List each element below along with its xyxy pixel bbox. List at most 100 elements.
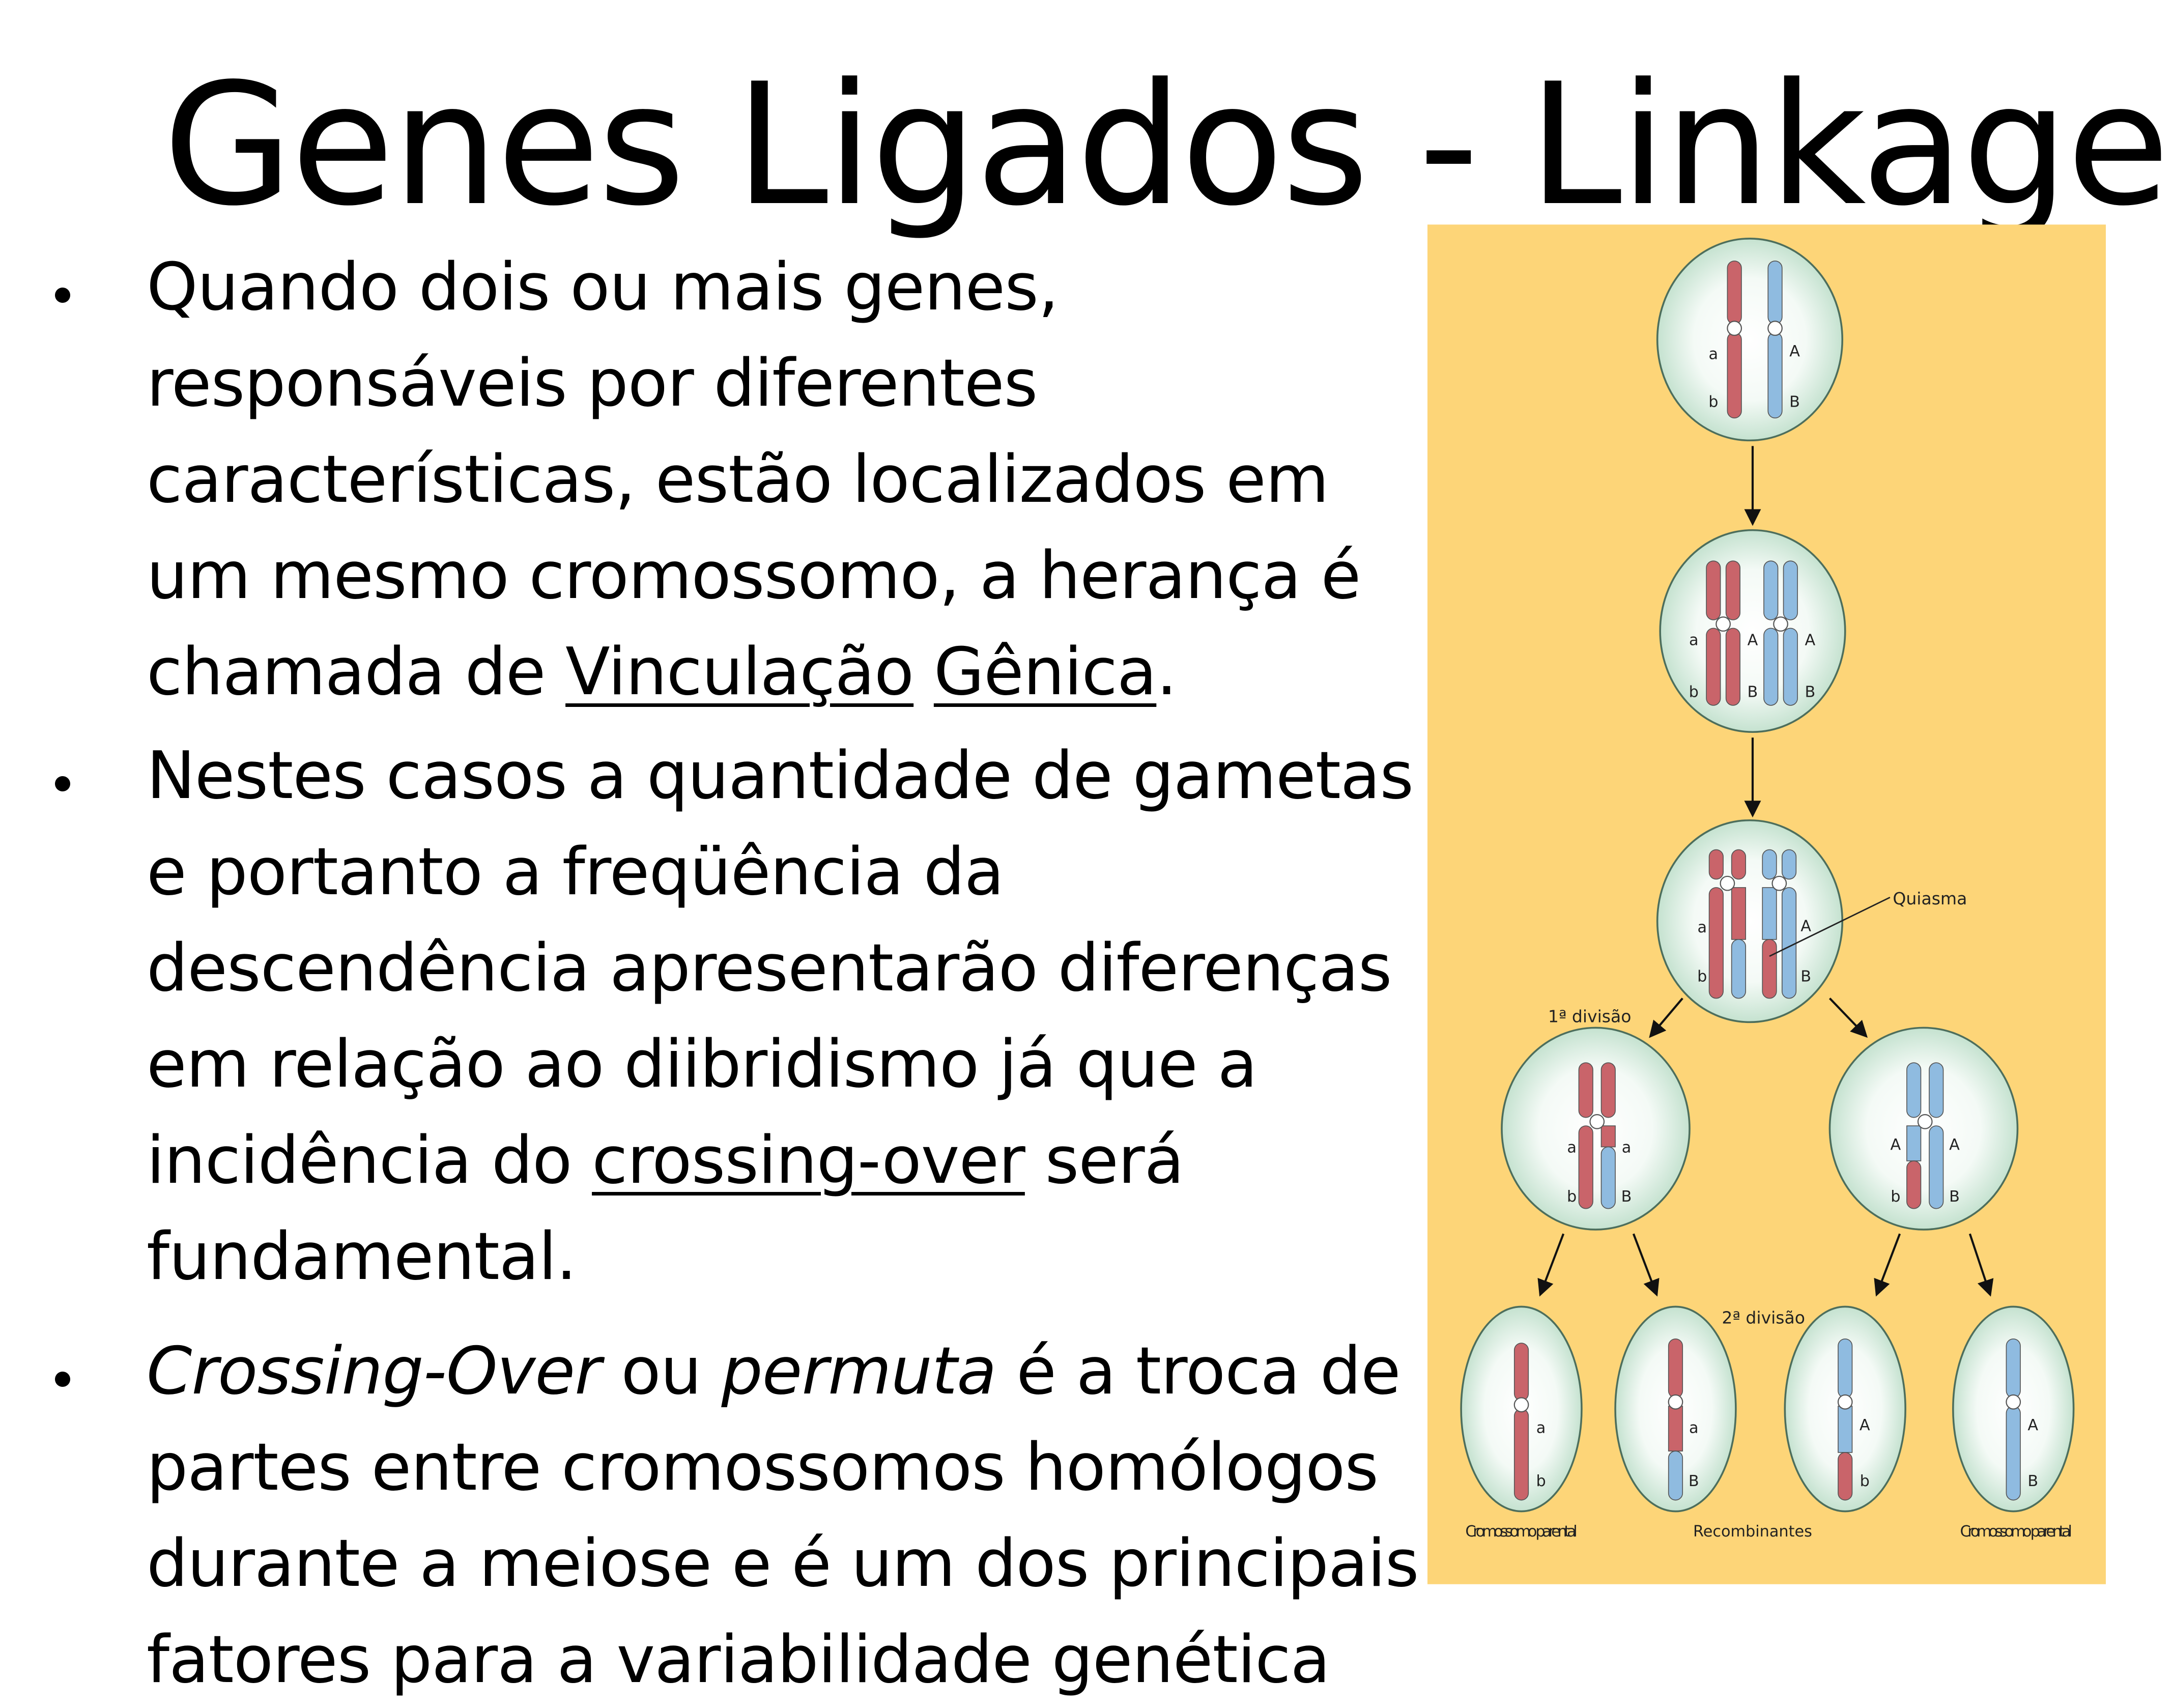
bullet-icon [55, 776, 70, 791]
text-segment: chamada de [147, 634, 566, 710]
allele-label: a [1622, 1138, 1632, 1156]
chromatid-arm [1929, 1125, 1944, 1209]
allele-label: A [1949, 1136, 1960, 1154]
chromatid-arm [1513, 1343, 1529, 1401]
bullet-line: partes entre cromossomos homólogos [147, 1419, 1379, 1516]
text-segment: em relação ao diibridismo já que a [147, 1027, 1257, 1102]
allele-label: a [1698, 919, 1707, 936]
chromatid-arm [1578, 1125, 1593, 1209]
chromatid-arm [1708, 849, 1724, 880]
underlined-term: Vinculação [565, 634, 914, 710]
bullet-line: durante a meiose e é um dos principais [147, 1516, 1419, 1612]
text-segment: Quando dois ou mais genes, [147, 249, 1059, 325]
text-segment: responsáveis por diferentes [147, 346, 1038, 421]
allele-label: B [1748, 683, 1758, 701]
allele-label: a [1536, 1419, 1546, 1437]
text-segment: durante a meiose e é um dos principais [147, 1526, 1419, 1602]
chromatid-arm [1838, 1338, 1853, 1399]
allele-label: b [1689, 683, 1699, 701]
centromere [1727, 321, 1742, 336]
centromere [2006, 1394, 2021, 1410]
allele-label: B [1800, 967, 1811, 985]
bullet-line: Crossing-Over ou permuta é a troca de [147, 1323, 1401, 1419]
bullet-line: em relação ao diibridismo já que a [147, 1016, 1257, 1113]
arrow-icon [1632, 1233, 1660, 1297]
allele-label: a [1689, 631, 1699, 649]
chromatid-arm [1727, 332, 1742, 419]
text-segment: partes entre cromossomos homólogos [147, 1430, 1379, 1505]
chromatid-arm [1513, 1408, 1529, 1501]
chromatid-arm [1781, 887, 1797, 999]
chromatid-arm [1706, 560, 1721, 620]
chromatid-arm [1725, 628, 1740, 706]
chromatid-arm [1767, 332, 1783, 419]
slide-title: Genes Ligados - Linkage [163, 47, 2170, 243]
chromatid-arm [1767, 261, 1783, 325]
chromatid-arm [1725, 560, 1740, 620]
italic-term: permuta [721, 1333, 997, 1409]
parental-label-right: Cromossomo parental [1960, 1523, 2072, 1541]
bullet-line: e portanto a freqüência da [147, 824, 1004, 920]
chromatid-arm [1762, 939, 1777, 999]
text-segment: fatores para a variabilidade genética [147, 1622, 1330, 1698]
chromatid-arm [1668, 1450, 1683, 1501]
cell [1656, 237, 1844, 442]
arrow-icon [1649, 998, 1683, 1038]
allele-label: B [1805, 683, 1815, 701]
chromatid-arm [1783, 560, 1798, 620]
chromatid-arm [1906, 1160, 1922, 1209]
bullet-line: características, estão localizados em [147, 432, 1329, 528]
chromatid-arm [1668, 1338, 1683, 1399]
text-segment: fundamental. [147, 1219, 577, 1295]
chromatid-arm [1781, 849, 1797, 880]
allele-label: b [1697, 967, 1707, 985]
bullet-line: incidência do crossing-over será [147, 1113, 1184, 1209]
centromere [1715, 616, 1731, 632]
chromatid-arm [1600, 1062, 1616, 1118]
arrow-icon [1828, 998, 1868, 1038]
allele-label: b [1536, 1472, 1546, 1490]
bullet-line: chamada de Vinculação Gênica. [147, 624, 1177, 720]
bullet-icon [55, 1372, 70, 1387]
chromatid-arm [1906, 1125, 1922, 1161]
chiasma-label: Quiasma [1893, 889, 1967, 908]
text-segment [913, 634, 934, 710]
arrow-icon [1537, 1233, 1565, 1297]
bullet-line: Quando dois ou mais genes, [147, 239, 1059, 335]
allele-label: B [1689, 1472, 1699, 1490]
chromatid-arm [1929, 1062, 1944, 1118]
allele-label: B [2027, 1472, 2038, 1490]
chromatid-arm [1668, 1406, 1683, 1451]
chromatid-arm [1600, 1125, 1616, 1148]
chromatid-arm [1600, 1146, 1616, 1209]
allele-label: b [1567, 1188, 1577, 1206]
centromere [1668, 1394, 1683, 1410]
chromatid-arm [1838, 1452, 1853, 1501]
bullet-line: Nestes casos a quantidade de gametas [147, 728, 1414, 824]
arrow-icon [1874, 1233, 1901, 1297]
chromatid-arm [1578, 1062, 1593, 1118]
allele-label: A [1748, 631, 1758, 649]
allele-label: B [1621, 1188, 1632, 1206]
chromatid-arm [1763, 628, 1779, 706]
allele-label: A [1860, 1416, 1870, 1434]
allele-label: A [2027, 1416, 2038, 1434]
centromere [1837, 1394, 1853, 1410]
text-segment: e portanto a freqüência da [147, 834, 1004, 910]
allele-label: b [1860, 1472, 1870, 1490]
parental-label-left: Cromossomo parental [1465, 1523, 1577, 1541]
centromere [1589, 1114, 1605, 1129]
arrow-icon [1968, 1233, 1994, 1297]
chromatid-arm [1762, 887, 1777, 940]
allele-label: a [1567, 1138, 1577, 1156]
allele-label: A [1805, 631, 1816, 649]
bullet-line: responsáveis por diferentes [147, 335, 1038, 432]
allele-label: a [1709, 346, 1719, 363]
chromatid-arm [2006, 1338, 2021, 1399]
text-segment: um mesmo cromossomo, a herança é [147, 538, 1361, 614]
chromatid-arm [1708, 887, 1724, 999]
bullet-line: um mesmo cromossomo, a herança é [147, 528, 1361, 624]
allele-label: B [1789, 393, 1800, 411]
chromatid-arm [1731, 939, 1747, 999]
centromere [1773, 616, 1788, 632]
